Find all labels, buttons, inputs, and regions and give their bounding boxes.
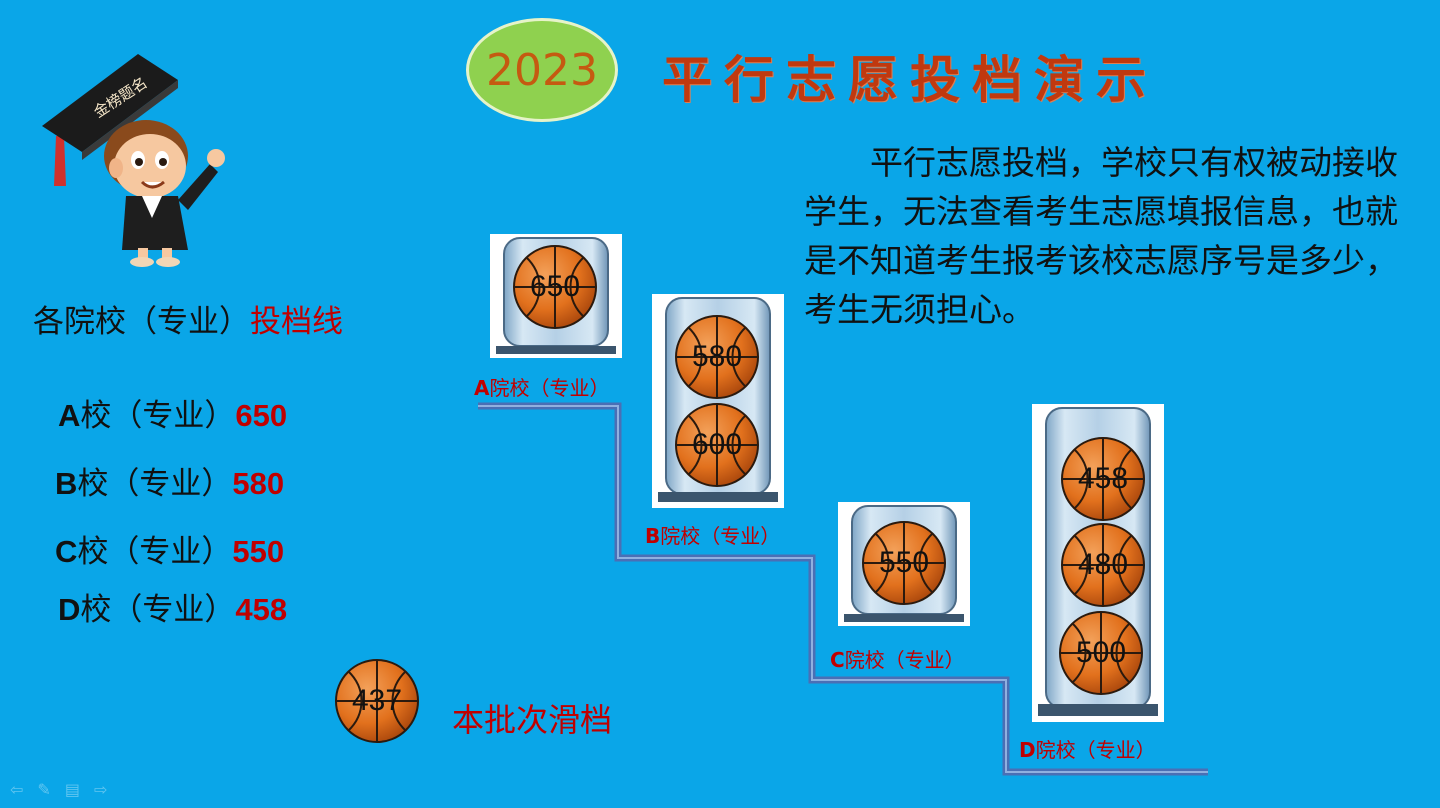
score-ball: 500 bbox=[1058, 610, 1144, 696]
cutoff-letter: A bbox=[58, 398, 81, 433]
school-label-text: 院校（专业） bbox=[1035, 738, 1156, 762]
score-ball: 550 bbox=[861, 520, 947, 606]
school-letter: B bbox=[645, 524, 661, 548]
cutoff-row-c: C校（专业）550 bbox=[55, 526, 284, 571]
ball-score: 437 bbox=[351, 684, 403, 717]
score-ball: 458 bbox=[1060, 436, 1146, 522]
cutoff-score: 550 bbox=[232, 534, 285, 569]
score-ball: 650 bbox=[512, 244, 598, 330]
ball-score: 480 bbox=[1077, 548, 1129, 581]
ball-score: 550 bbox=[878, 546, 930, 579]
cutoff-label: 校（专业） bbox=[80, 398, 236, 434]
school-d-label: D院校（专业） bbox=[1019, 734, 1156, 763]
graduate-mascot: 金榜题名 bbox=[42, 54, 225, 267]
school-a-label: A院校（专业） bbox=[474, 372, 609, 401]
score-ball: 480 bbox=[1060, 522, 1146, 608]
cutoff-score: 650 bbox=[235, 398, 288, 433]
page-title: 平行志愿投档演示 bbox=[662, 50, 1158, 109]
year-text: 2023 bbox=[486, 44, 598, 96]
description-text: 平行志愿投档，学校只有权被动接收学生，无法查看考生志愿填报信息，也就是不知道考生… bbox=[804, 143, 1398, 329]
pen-icon[interactable]: ✎ bbox=[37, 780, 51, 799]
cutoff-label: 校（专业） bbox=[80, 592, 236, 628]
back-arrow-icon[interactable]: ⇦ bbox=[10, 780, 24, 799]
school-label-text: 院校（专业） bbox=[660, 524, 781, 548]
cutoff-heading: 各院校（专业）投档线 bbox=[33, 296, 343, 341]
cutoff-letter: B bbox=[55, 466, 78, 501]
ball-score: 458 bbox=[1077, 462, 1129, 495]
graduation-cap-icon bbox=[42, 54, 178, 152]
cutoff-row-a: A校（专业）650 bbox=[58, 390, 287, 435]
slipped-label: 本批次滑档 bbox=[452, 701, 613, 739]
ball-score: 600 bbox=[691, 428, 743, 461]
cutoff-heading-accent: 投档线 bbox=[250, 304, 343, 340]
school-letter: D bbox=[1019, 738, 1036, 762]
cutoff-label: 校（专业） bbox=[77, 466, 233, 502]
school-letter: C bbox=[830, 648, 845, 672]
cutoff-row-b: B校（专业）580 bbox=[55, 458, 284, 503]
school-letter: A bbox=[474, 376, 490, 400]
menu-icon[interactable]: ▤ bbox=[64, 780, 80, 799]
cutoff-row-d: D校（专业）458 bbox=[58, 584, 287, 629]
cutoff-letter: C bbox=[55, 534, 78, 569]
slipped-ball: 437 bbox=[334, 658, 420, 744]
ball-score: 580 bbox=[691, 340, 743, 373]
ball-score: 650 bbox=[529, 270, 581, 303]
cutoff-label: 校（专业） bbox=[77, 534, 233, 570]
school-b-label: B院校（专业） bbox=[645, 520, 780, 549]
score-ball: 600 bbox=[674, 402, 760, 488]
score-ball: 580 bbox=[674, 314, 760, 400]
year-badge: 2023 bbox=[466, 18, 618, 122]
slide-controls: ⇦ ✎ ▤ ⇨ bbox=[10, 780, 107, 799]
forward-arrow-icon[interactable]: ⇨ bbox=[93, 780, 108, 799]
school-c-label: C院校（专业） bbox=[830, 644, 965, 673]
cutoff-score: 580 bbox=[232, 466, 285, 501]
school-label-text: 院校（专业） bbox=[844, 648, 965, 672]
cutoff-letter: D bbox=[58, 592, 81, 627]
ball-score: 500 bbox=[1075, 636, 1127, 669]
cutoff-score: 458 bbox=[235, 592, 288, 627]
school-label-text: 院校（专业） bbox=[489, 376, 610, 400]
cutoff-heading-prefix: 各院校（专业） bbox=[33, 304, 250, 340]
